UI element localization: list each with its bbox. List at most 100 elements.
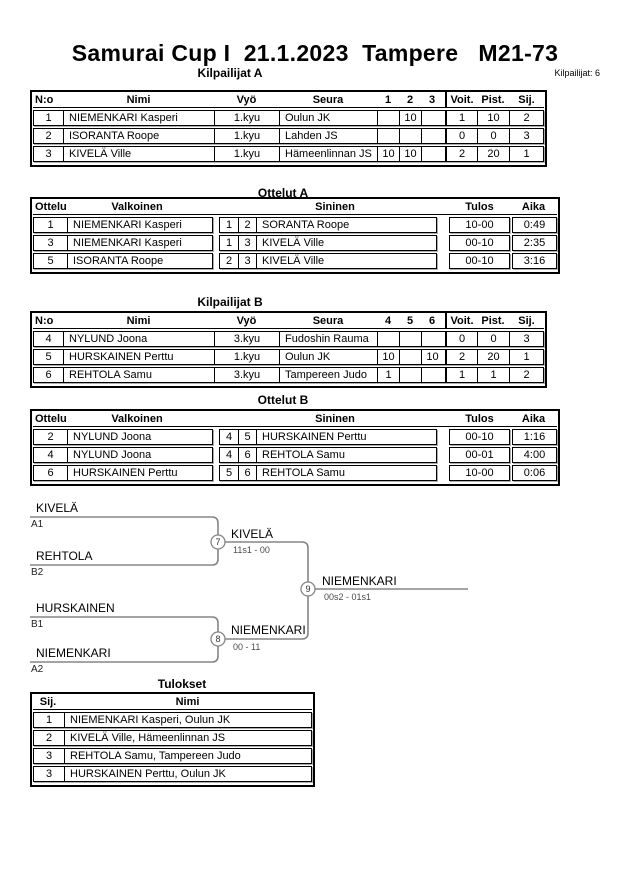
competitor-name: NYLUND Joona xyxy=(63,332,214,346)
match-result: 10-00 xyxy=(449,465,510,481)
score-cell xyxy=(421,147,443,161)
white-player: ISORANTA Roope xyxy=(67,254,212,268)
pool-a-heading: Kilpailijat A xyxy=(197,66,263,80)
table-row: 6 REHTOLA Samu 3.kyu Tampereen Judo 1 1 … xyxy=(33,367,544,383)
competitor-name: ISORANTA Roope xyxy=(63,129,214,143)
competitor-club: Lahden JS xyxy=(279,129,377,143)
results-heading: Tulokset xyxy=(157,677,207,691)
column-header-no: N:o xyxy=(35,93,54,106)
wins-cell: 2 xyxy=(445,350,477,364)
column-header-match1: 1 xyxy=(384,93,392,106)
wins-cell: 0 xyxy=(445,332,477,346)
score-cell xyxy=(399,350,421,364)
score-cell: 10 xyxy=(421,350,443,364)
place-cell: 1 xyxy=(509,350,543,364)
competitor-number: 6 xyxy=(45,369,52,381)
bracket-winner-name: KIVELÄ xyxy=(231,527,274,541)
score-cell xyxy=(399,129,421,143)
result-name: HURSKAINEN Perttu, Oulun JK xyxy=(64,767,311,781)
column-header-club: Seura xyxy=(312,93,344,106)
score-cell xyxy=(377,111,399,125)
bracket-seed-label: A1 xyxy=(31,519,44,530)
blue-number: 3 xyxy=(238,254,256,268)
competitor-number: 2 xyxy=(45,130,52,142)
column-header-name: Nimi xyxy=(175,695,200,708)
competitor-club: Tampereen Judo xyxy=(279,368,377,382)
white-number: 4 xyxy=(225,431,233,443)
column-header-time: Aika xyxy=(521,200,546,213)
header-spacer xyxy=(425,199,449,214)
match-result: 10-00 xyxy=(449,217,510,233)
column-header-place: Sij. xyxy=(518,314,535,327)
column-header-match5: 5 xyxy=(406,314,414,327)
match9-circle xyxy=(300,581,316,597)
competitor-name: KIVELÄ Ville xyxy=(63,147,214,161)
pool-b-heading: Kilpailijat B xyxy=(197,295,263,309)
result-place: 3 xyxy=(45,750,53,762)
column-header-no: N:o xyxy=(35,314,54,327)
blue-number: 3 xyxy=(238,236,256,250)
competitor-name: HURSKAINEN Perttu xyxy=(63,350,214,364)
match-number: 2 xyxy=(47,431,54,443)
bracket-match-score: 11s1 - 00 xyxy=(233,545,270,555)
header-spacer xyxy=(425,411,449,426)
wins-cell: 1 xyxy=(445,111,477,125)
match-number: 5 xyxy=(47,255,54,267)
page-title: Samurai Cup I 21.1.2023 Tampere M21-73 xyxy=(71,40,559,66)
competitor-number: 4 xyxy=(45,333,52,345)
blue-number: 6 xyxy=(238,448,256,462)
bracket-match-score: 00 - 11 xyxy=(233,642,261,652)
match-time: 0:49 xyxy=(512,217,557,233)
table-row: 4 NYLUND Joona 3.kyu Fudoshin Rauma 0 0 … xyxy=(33,331,544,347)
match-number: 1 xyxy=(47,219,54,231)
blue-player: KIVELÄ Ville xyxy=(256,236,436,250)
white-number: 5 xyxy=(225,467,233,479)
white-player: NYLUND Joona xyxy=(67,448,212,462)
points-cell: 20 xyxy=(477,350,509,364)
blue-player: KIVELÄ Ville xyxy=(256,254,436,268)
match-result: 00-10 xyxy=(449,253,510,269)
result-row: 2 KIVELÄ Ville, Hämeenlinnan JS xyxy=(33,730,312,746)
pool-b-table: N:o Nimi Vyö Seura 4 5 6 Voit. Pist. Sij… xyxy=(30,311,547,388)
pool-a-header-row: N:o Nimi Vyö Seura 1 2 3 Voit. Pist. Sij… xyxy=(33,92,544,108)
place-cell: 3 xyxy=(509,332,543,346)
pool-b-header-row: N:o Nimi Vyö Seura 4 5 6 Voit. Pist. Sij… xyxy=(33,313,544,329)
competitor-belt: 1.kyu xyxy=(214,129,279,143)
competitor-name: NIEMENKARI Kasperi xyxy=(63,111,214,125)
column-header-blue: Sininen xyxy=(315,412,355,425)
match-number: 3 xyxy=(47,237,54,249)
column-header-wins: Voit. xyxy=(445,313,477,328)
competitor-club: Fudoshin Rauma xyxy=(279,332,377,346)
white-number: 1 xyxy=(225,219,233,231)
competitors-count: Kilpailijat: 6 xyxy=(554,68,600,78)
match8-circle xyxy=(210,631,226,647)
column-header-points: Pist. xyxy=(481,314,505,327)
column-header-belt: Vyö xyxy=(236,93,257,106)
column-header-wins: Voit. xyxy=(445,92,477,107)
place-cell: 1 xyxy=(509,147,543,161)
column-header-result: Tulos xyxy=(465,412,494,425)
result-place: 3 xyxy=(45,768,53,780)
match-time: 4:00 xyxy=(512,447,557,463)
result-row: 1 NIEMENKARI Kasperi, Oulun JK xyxy=(33,712,312,728)
wins-cell: 1 xyxy=(445,368,477,382)
blue-player: HURSKAINEN Perttu xyxy=(256,430,436,444)
result-row: 3 HURSKAINEN Perttu, Oulun JK xyxy=(33,766,312,782)
score-cell xyxy=(399,368,421,382)
points-cell: 0 xyxy=(477,332,509,346)
competitor-belt: 1.kyu xyxy=(214,147,279,161)
column-header-white: Valkoinen xyxy=(111,200,163,213)
match-time: 1:16 xyxy=(512,429,557,445)
table-row: 5 HURSKAINEN Perttu 1.kyu Oulun JK 10 10… xyxy=(33,349,544,365)
wins-cell: 0 xyxy=(445,129,477,143)
column-header-blue: Sininen xyxy=(315,200,355,213)
column-header-white: Valkoinen xyxy=(111,412,163,425)
column-header-place: Sij. xyxy=(39,695,57,708)
